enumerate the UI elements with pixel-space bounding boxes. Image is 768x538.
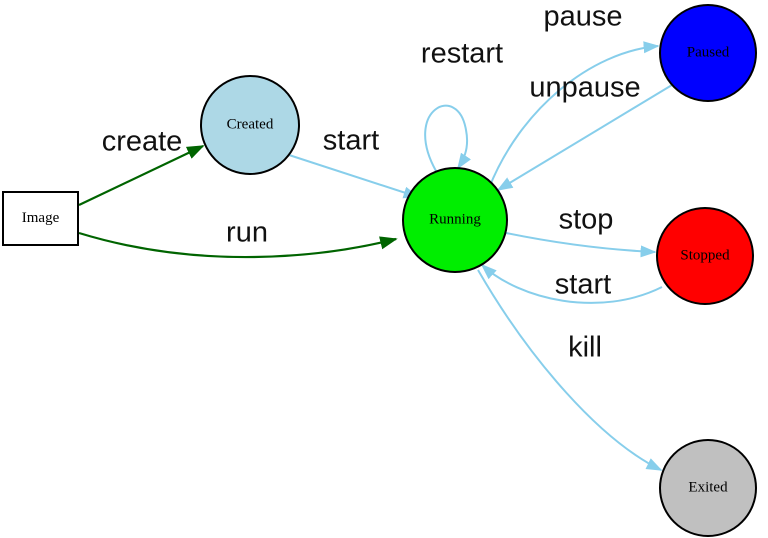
node-paused[interactable]: Paused <box>659 4 757 102</box>
edge-label-restart: restart <box>421 38 503 70</box>
edge-stop <box>505 232 657 258</box>
node-label-created: Created <box>227 116 274 132</box>
edge-label-pause: pause <box>543 1 622 33</box>
node-shape-paused <box>659 4 757 102</box>
edge-label-kill: kill <box>568 332 602 364</box>
node-label-image: Image <box>22 210 60 226</box>
edges-layer <box>78 41 673 471</box>
edge-label-run: run <box>226 217 268 249</box>
node-created[interactable]: Created <box>200 75 300 175</box>
node-shape-exited <box>659 439 757 537</box>
node-label-stopped: Stopped <box>680 247 730 263</box>
edge-restart <box>424 104 471 172</box>
edge-unpause <box>496 84 673 191</box>
edge-kill <box>477 269 663 471</box>
node-exited[interactable]: Exited <box>659 439 757 537</box>
edge-label-start-created: start <box>323 125 379 157</box>
edge-start-stopped <box>480 263 663 304</box>
node-stopped[interactable]: Stopped <box>656 207 754 305</box>
edge-pause <box>488 41 660 189</box>
node-label-running: Running <box>429 211 481 227</box>
edge-labels-layer: create run start restart pause unpause stop sta… <box>102 1 641 364</box>
node-image[interactable]: Image <box>2 191 79 246</box>
edge-label-start-stopped: start <box>555 269 611 301</box>
node-shape-running <box>402 167 508 273</box>
node-label-paused: Paused <box>687 44 730 60</box>
node-shape-stopped <box>656 207 754 305</box>
edge-label-create: create <box>102 126 183 158</box>
node-running[interactable]: Running <box>402 167 508 273</box>
edge-start-created <box>288 154 420 199</box>
edge-run <box>78 231 398 259</box>
edge-label-unpause: unpause <box>529 72 640 104</box>
node-shape-image <box>2 191 79 246</box>
edge-create <box>78 145 205 206</box>
node-shape-created <box>200 75 300 175</box>
node-label-exited: Exited <box>688 479 728 495</box>
edge-label-stop: stop <box>559 204 614 236</box>
